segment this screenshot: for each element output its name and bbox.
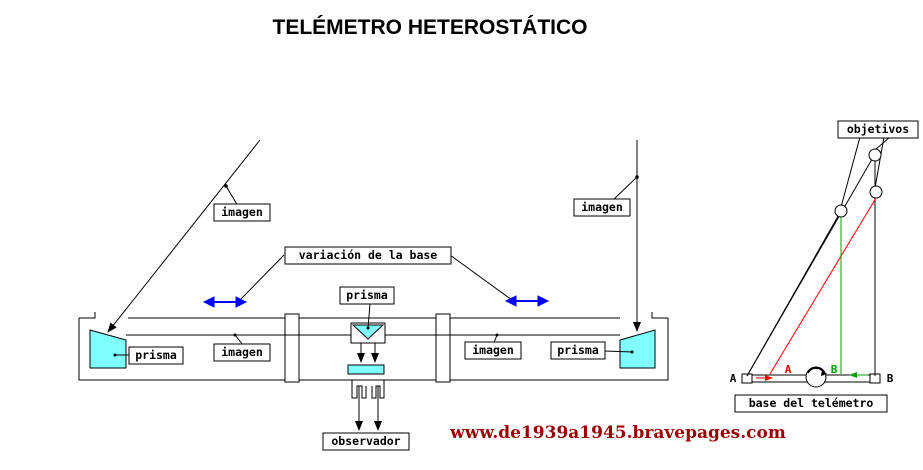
ray-red [769,197,877,375]
point-b-label: B [887,372,894,385]
page-title: TELÉMETRO HETEROSTÁTICO [273,16,588,39]
svg-text:prisma: prisma [557,343,599,357]
label-objetivos: objetivos [837,120,919,139]
svg-text:base del telémetro: base del telémetro [749,396,874,410]
svg-text:objetivos: objetivos [847,122,909,136]
point-a-inner-label: A [785,363,792,376]
objective-lens-3 [869,185,883,199]
image-ray-left [107,139,261,333]
svg-text:imagen: imagen [221,205,263,219]
left-prism [89,329,127,369]
label-variacion-base: variación de la base [284,246,452,265]
objective-lens-1 [834,204,848,218]
svg-text:prisma: prisma [135,348,177,362]
base-variation-arrow-right [504,295,550,307]
label-prisma-left: prisma [128,346,184,365]
rangefinder-body [78,312,669,383]
right-prism [619,329,656,369]
svg-text:imagen: imagen [581,200,623,214]
base-schematic [741,136,891,384]
label-imagen-left: imagen [213,203,271,222]
eyepiece-tube [351,380,385,399]
rotation-knob [805,366,827,388]
svg-text:variación de la base: variación de la base [299,248,438,262]
website-url: www.de1939a1945.bravepages.com [449,423,786,443]
label-base-telemetro: base del telémetro [734,394,888,413]
label-imagen-tube-left: imagen [213,343,271,362]
point-b-inner-label: B [831,363,838,376]
svg-text:imagen: imagen [221,345,263,359]
label-imagen-right: imagen [573,198,631,217]
base-variation-arrow-left [202,296,248,308]
svg-text:imagen: imagen [472,343,514,357]
label-imagen-tube-right: imagen [464,341,522,360]
objective-lens-2 [868,148,882,162]
label-observador: observador [322,432,410,451]
label-prisma-right: prisma [550,341,606,360]
label-prisma-center: prisma [339,286,395,305]
svg-text:prisma: prisma [346,288,388,302]
eyepiece-lens [347,364,385,375]
svg-text:observador: observador [331,434,400,448]
point-a-label: A [730,372,737,385]
